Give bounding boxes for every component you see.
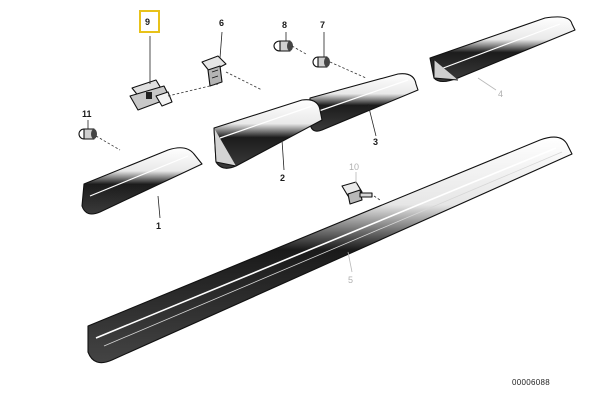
callout-9-highlight [139,10,160,33]
callout-5: 5 [348,275,353,285]
leader-6 [219,31,223,59]
callout-6: 6 [219,18,224,28]
callout-7: 7 [320,20,325,30]
callout-3: 3 [373,137,378,147]
leader-4 [477,77,497,91]
leader-1 [157,195,161,219]
callout-9: 9 [145,17,150,27]
callout-10: 10 [349,162,359,172]
moulding-part-3[interactable] [309,73,419,132]
clip-part-6[interactable] [201,55,227,87]
install-line-9 [167,83,219,97]
clip-part-10[interactable] [341,181,373,205]
callout-4: 4 [498,89,503,99]
document-code: 00006088 [512,378,550,387]
grommet-part-7[interactable] [312,56,330,68]
grommet-part-8[interactable] [273,40,293,52]
grommet-part-11[interactable] [78,128,97,140]
callout-11: 11 [82,109,92,119]
callout-1: 1 [156,221,161,231]
install-line-10 [373,195,381,201]
moulding-part-5[interactable] [87,136,573,364]
moulding-part-1[interactable] [81,147,203,215]
moulding-part-2[interactable] [213,99,323,169]
leader-5 [347,251,353,273]
leader-2 [281,139,285,171]
leader-3 [367,103,377,137]
install-line-7 [329,61,367,79]
install-line-8 [291,45,307,55]
install-line-11 [95,135,121,151]
callout-8: 8 [282,20,287,30]
install-line-6 [225,71,263,91]
callout-2: 2 [280,173,285,183]
clip-part-9[interactable] [129,79,173,111]
moulding-part-4[interactable] [429,16,576,83]
